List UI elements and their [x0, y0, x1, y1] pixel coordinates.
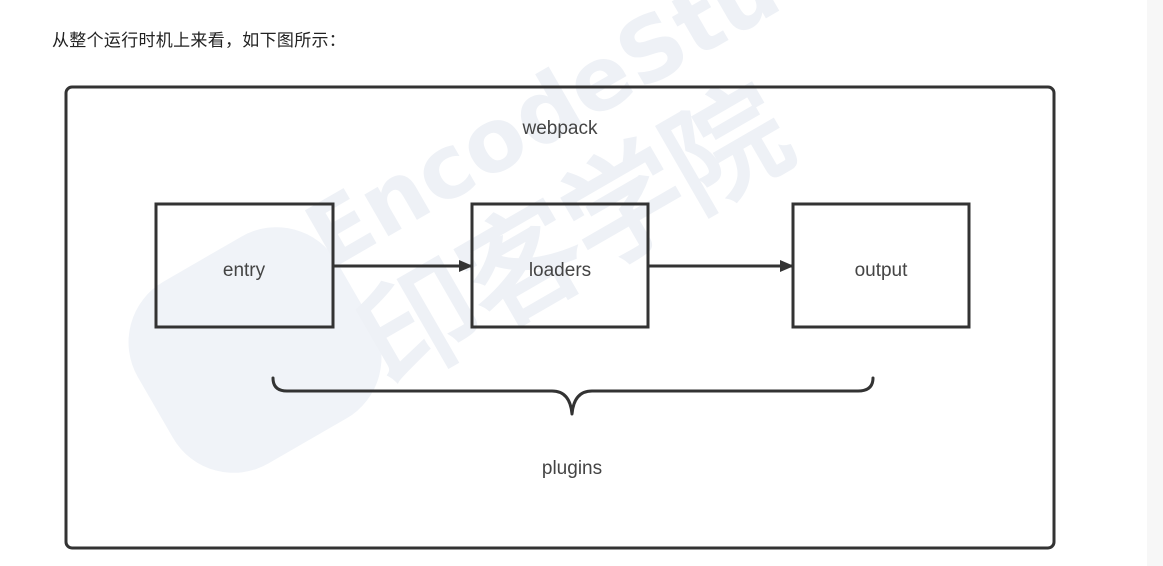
- entry-label: entry: [223, 260, 266, 281]
- node-output: output: [791, 202, 971, 329]
- watermark: EncodeStudio 印客学院: [128, 0, 929, 473]
- loaders-label: loaders: [529, 260, 591, 281]
- watermark-logo-shape: [128, 227, 382, 473]
- webpack-container: [64, 85, 1056, 550]
- plugins-label: plugins: [542, 458, 602, 479]
- page-scrollbar-track[interactable]: [1147, 0, 1163, 566]
- intro-paragraph: 从整个运行时机上来看，如下图所示：: [52, 31, 347, 51]
- webpack-label: webpack: [522, 118, 598, 139]
- output-label: output: [855, 260, 909, 281]
- plugins-brace: [271, 376, 875, 416]
